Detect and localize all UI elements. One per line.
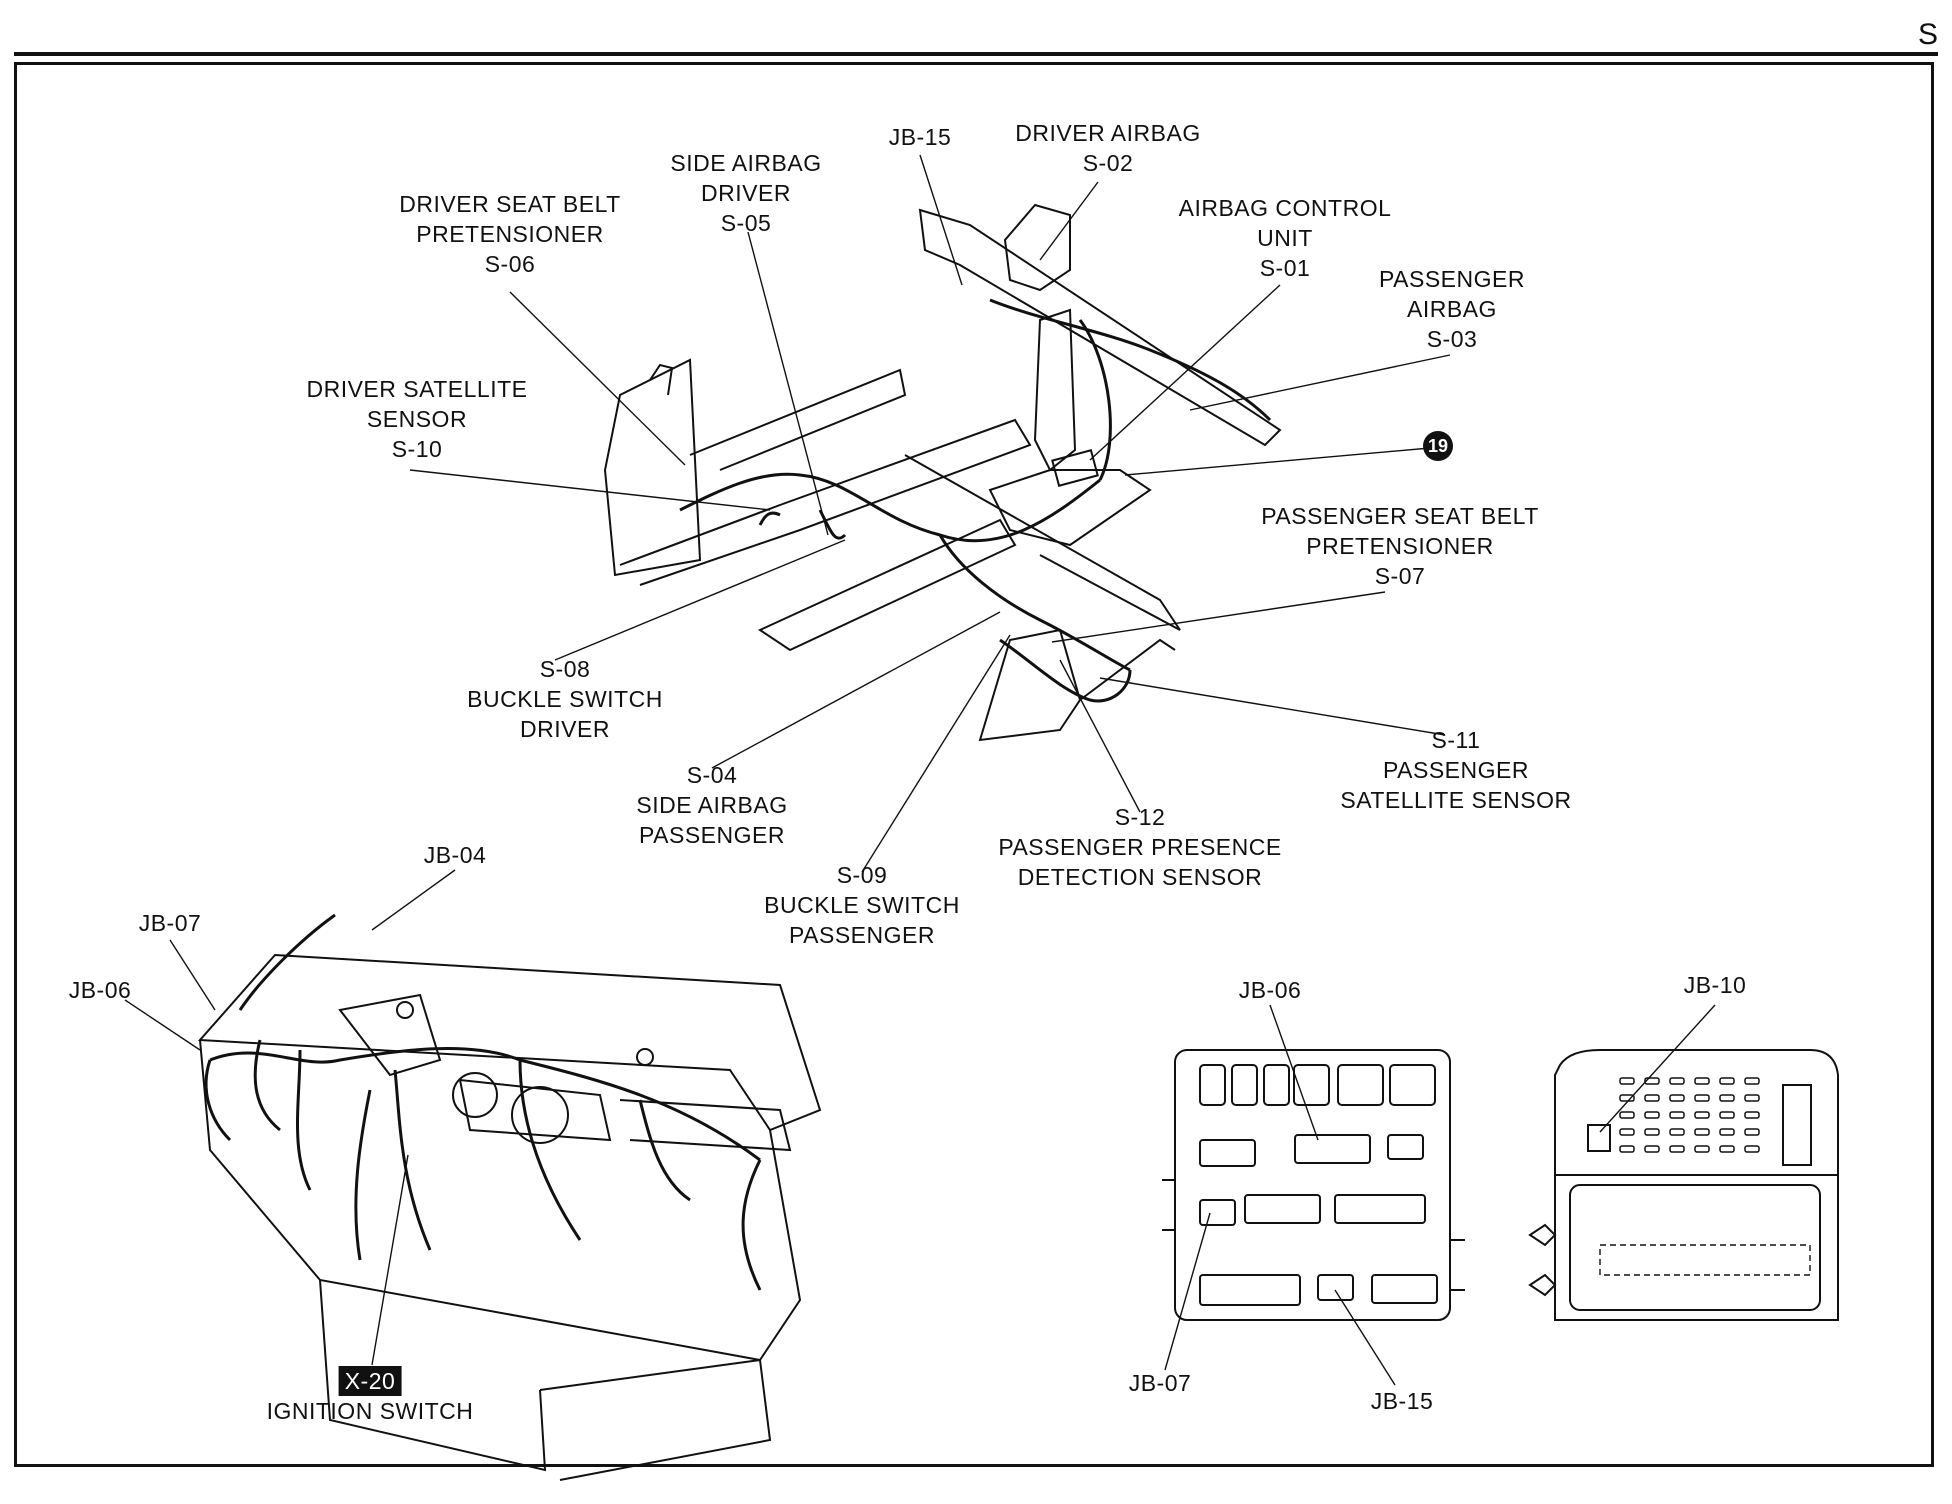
label-line: S-09 [836,862,888,888]
label-driver-seat-belt: DRIVER SEAT BELT PRETENSIONER S-06 [399,189,620,279]
label-line: JB-04 [423,842,487,868]
label-jb10-box: JB-10 [1684,970,1747,1000]
label-passenger-seat-belt: PASSENGER SEAT BELT PRETENSIONER S-07 [1261,501,1539,591]
ignition-code-tag: X-20 [338,1366,402,1396]
label-line: PASSENGER SEAT BELT [1261,503,1539,529]
label-line: PASSENGER [789,922,935,948]
label-line: S-10 [391,436,443,462]
label-line: UNIT [1257,225,1313,251]
label-line: JB-06 [68,977,132,1003]
floor-pan-outline [603,203,1282,742]
label-passenger-satellite: S-11 PASSENGER SATELLITE SENSOR [1340,725,1571,815]
label-jb06-left: JB-06 [69,975,132,1005]
page-letter: S [1917,18,1938,51]
callout-badge: 19 [1423,431,1453,461]
junction-box-right [1528,1049,1839,1321]
label-side-airbag-passenger: S-04 SIDE AIRBAG PASSENGER [636,760,787,850]
label-jb07-left: JB-07 [139,908,202,938]
label-line: DRIVER AIRBAG [1015,120,1201,146]
label-line: SENSOR [366,406,468,432]
label-line: SATELLITE SENSOR [1340,787,1572,813]
label-line: S-03 [1426,326,1478,352]
label-line: BUCKLE SWITCH [764,892,960,918]
label-line: JB-06 [1238,977,1302,1003]
label-line: S-05 [720,210,772,236]
label-line: PASSENGER [639,822,785,848]
label-line: JB-15 [1370,1388,1434,1414]
label-line: S-02 [1082,150,1134,176]
instrument-panel-outline [197,953,822,1481]
label-jb07-box: JB-07 [1129,1368,1192,1398]
label-line: PRETENSIONER [416,221,604,247]
label-buckle-passenger: S-09 BUCKLE SWITCH PASSENGER [764,860,960,950]
label-line: DRIVER SEAT BELT [399,191,621,217]
label-line: S-12 [1114,804,1166,830]
airbag-harness [679,298,1272,703]
label-line: S-08 [539,656,591,682]
diagram-frame [14,62,1934,1467]
junction-box-left [1162,1049,1465,1321]
label-driver-airbag: DRIVER AIRBAG S-02 [1015,118,1200,178]
label-line: PRETENSIONER [1306,533,1494,559]
label-line: S-06 [484,251,536,277]
label-presence-sensor: S-12 PASSENGER PRESENCE DETECTION SENSOR [998,802,1281,892]
label-line: PASSENGER [1383,757,1529,783]
label-jb04: JB-04 [424,840,487,870]
label-line: SIDE AIRBAG [636,792,788,818]
label-line: IGNITION SWITCH [266,1398,474,1424]
label-line: DETECTION SENSOR [1017,864,1263,890]
label-driver-satellite: DRIVER SATELLITE SENSOR S-10 [306,374,527,464]
instrument-panel-harness [204,913,762,1291]
label-jb06-box: JB-06 [1239,975,1302,1005]
label-line: JB-07 [138,910,202,936]
label-line: JB-10 [1683,972,1747,998]
label-passenger-airbag: PASSENGER AIRBAG S-03 [1379,264,1525,354]
leader-lines-lower-left [124,869,456,1366]
label-side-airbag-driver: SIDE AIRBAG DRIVER S-05 [670,148,821,238]
label-line: AIRBAG CONTROL [1178,195,1392,221]
label-line: JB-15 [888,124,952,150]
leader-lines-right-box [1599,1004,1716,1133]
label-line: DRIVER [520,716,610,742]
label-line: S-04 [686,762,738,788]
label-line: DRIVER [701,180,791,206]
label-line: AIRBAG [1407,296,1497,322]
jb10-fuse-slots [1619,1077,1760,1153]
label-line: DRIVER SATELLITE [306,376,528,402]
label-line: PASSENGER PRESENCE [998,834,1282,860]
leader-lines-upper [409,154,1451,873]
label-line: S-11 [1431,727,1481,753]
label-line: S-07 [1374,563,1426,589]
label-jb15-top: JB-15 [889,122,952,152]
label-line: PASSENGER [1379,266,1525,292]
leader-lines-left-box [1164,1004,1396,1386]
label-line: SIDE AIRBAG [670,150,822,176]
label-line: JB-07 [1128,1370,1192,1396]
label-buckle-driver: S-08 BUCKLE SWITCH DRIVER [467,654,663,744]
label-line: BUCKLE SWITCH [467,686,663,712]
header-rule [14,52,1938,56]
label-line: S-01 [1259,255,1311,281]
label-jb15-box: JB-15 [1371,1386,1434,1416]
label-ignition-switch: X-20 IGNITION SWITCH [267,1366,474,1426]
label-airbag-control-unit: AIRBAG CONTROL UNIT S-01 [1179,193,1392,283]
